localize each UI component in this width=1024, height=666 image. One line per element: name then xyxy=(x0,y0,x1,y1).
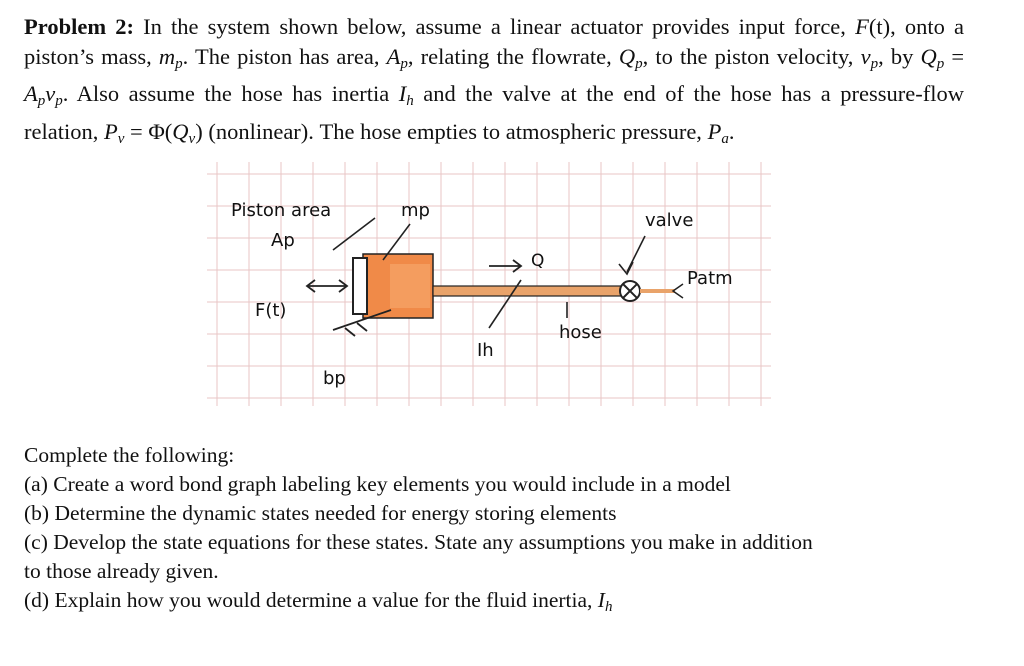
text-span: In the system shown below, assume a line… xyxy=(143,14,846,39)
math-A: A xyxy=(386,43,401,69)
math-P: P xyxy=(103,118,118,144)
subscript: h xyxy=(604,599,613,615)
text-span: , to the piston velocity, xyxy=(642,43,854,69)
math-P: P xyxy=(707,118,722,144)
text-span: . Also assume the hose has inertia xyxy=(62,81,390,106)
math-I: I xyxy=(597,588,605,612)
math-v: v xyxy=(45,81,56,106)
subscript: v xyxy=(117,130,125,147)
subscript: p xyxy=(175,55,183,72)
subscript: p xyxy=(870,55,879,72)
valve-symbol xyxy=(619,280,641,302)
label-bp: bp xyxy=(323,368,346,389)
subscript: v xyxy=(188,130,196,147)
task-d-text: (d) Explain how you would determine a va… xyxy=(24,588,593,612)
text-span: . The piston has area, xyxy=(182,43,380,69)
task-b: (b) Determine the dynamic states needed … xyxy=(24,501,617,525)
math-Q: Q xyxy=(920,43,937,69)
task-list: Complete the following: (a) Create a wor… xyxy=(24,441,964,622)
area-leader xyxy=(332,217,376,251)
label-Ih: Ih xyxy=(477,340,494,361)
label-Q: Q xyxy=(531,251,544,271)
task-c-line2: to those already given. xyxy=(24,559,219,583)
label-Ft: F(t) xyxy=(255,300,286,321)
flow-arrow xyxy=(489,259,523,273)
damper-bp xyxy=(332,309,392,337)
text-span: . xyxy=(728,118,735,144)
math-F: F xyxy=(855,14,869,39)
math-t: (t) xyxy=(868,14,891,39)
text-span: , relating the flowrate, xyxy=(407,43,612,69)
hose xyxy=(432,285,624,297)
valve-leader xyxy=(618,235,646,276)
task-intro: Complete the following: xyxy=(24,443,235,467)
subscript: p xyxy=(635,55,643,72)
system-sketch: Piston area Ap mp valve Q Patm F(t) hose… xyxy=(207,162,771,406)
text-span: , by xyxy=(878,43,914,69)
task-a: (a) Create a word bond graph labeling ke… xyxy=(24,472,731,496)
text-span: , onto a piston’s mass, xyxy=(24,14,964,69)
piston-face xyxy=(352,257,368,315)
problem-label: Problem 2: xyxy=(24,14,134,39)
subscript: p xyxy=(400,55,408,72)
mass-leader xyxy=(382,223,411,261)
text-span: = Φ( xyxy=(130,118,173,144)
mass-highlight xyxy=(390,264,430,308)
subscript: p xyxy=(37,93,46,109)
label-Ap: Ap xyxy=(271,230,295,251)
label-Patm: Patm xyxy=(687,268,733,289)
task-d: (d) Explain how you would determine a va… xyxy=(24,586,964,622)
text-span: ) (nonlinear). The hose empties to atmos… xyxy=(195,118,702,144)
subscript: p xyxy=(936,55,945,72)
problem-statement: Problem 2: In the system shown below, as… xyxy=(24,14,965,147)
math-A: A xyxy=(24,81,38,106)
math-Q: Q xyxy=(618,43,636,69)
math-v: v xyxy=(860,43,871,69)
task-c-line1: (c) Develop the state equations for thes… xyxy=(24,530,813,554)
force-arrow xyxy=(305,279,349,293)
math-m: m xyxy=(158,43,176,69)
text-span: and the valve at the end of the hose has… xyxy=(24,81,965,144)
subscript: p xyxy=(55,93,63,109)
label-hose: hose xyxy=(559,322,602,343)
subscript: h xyxy=(406,93,414,109)
inertia-leader xyxy=(488,279,522,329)
label-piston-area: Piston area xyxy=(231,200,331,221)
math-Q: Q xyxy=(172,118,189,144)
label-mp: mp xyxy=(401,200,430,221)
label-valve: valve xyxy=(645,210,693,231)
outlet-arrow xyxy=(671,283,684,299)
subscript: a xyxy=(721,130,729,147)
math-I: I xyxy=(398,81,407,106)
